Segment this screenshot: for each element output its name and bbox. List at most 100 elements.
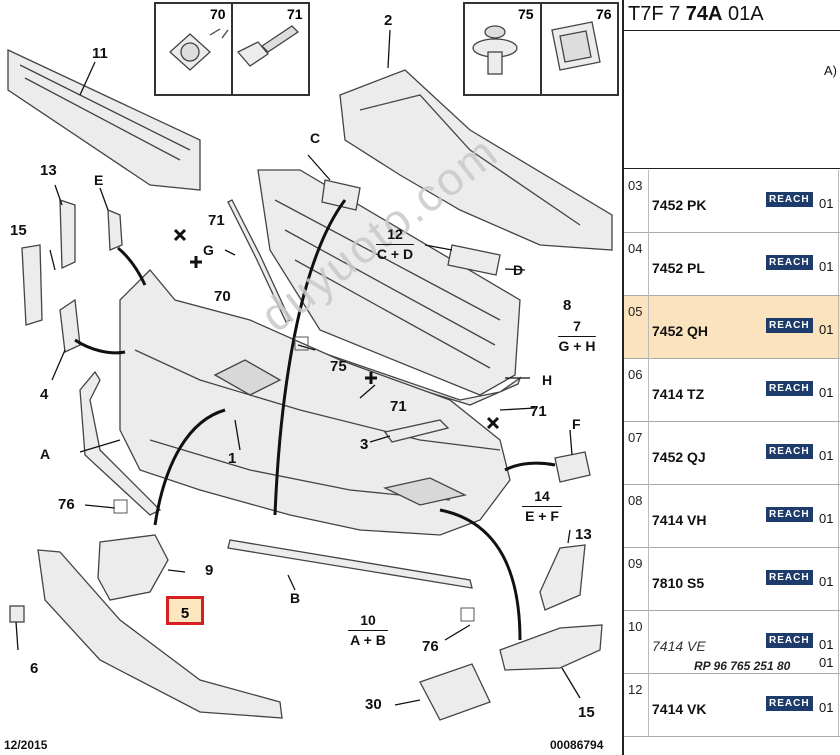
group-7-number: 7 bbox=[573, 318, 581, 334]
callout-B: B bbox=[290, 590, 301, 606]
callout-C: C bbox=[310, 130, 321, 146]
row-divider-right bbox=[838, 674, 839, 737]
row-index: 08 bbox=[628, 493, 643, 508]
row-quantity-2: 01 bbox=[819, 655, 834, 670]
row-index: 06 bbox=[628, 367, 643, 382]
group-14-number: 14 bbox=[534, 488, 550, 504]
ref-suffix: 01A bbox=[722, 3, 764, 25]
row-divider bbox=[648, 233, 649, 296]
reach-badge: REACH bbox=[766, 444, 813, 459]
callout-76-a: 76 bbox=[58, 496, 75, 513]
row-divider bbox=[648, 548, 649, 611]
row-part-code: 7414 VE bbox=[652, 638, 706, 654]
callout-30: 30 bbox=[365, 696, 382, 713]
row-quantity: 01 bbox=[819, 322, 834, 337]
callout-15-left: 15 bbox=[10, 222, 27, 239]
row-divider bbox=[648, 485, 649, 548]
reach-badge: REACH bbox=[766, 381, 813, 396]
row-divider bbox=[648, 359, 649, 422]
group-12-number: 12 bbox=[387, 226, 403, 242]
group-12-parts: C + D bbox=[376, 246, 414, 262]
row-part-code: 7452 QJ bbox=[652, 449, 706, 465]
footer-date: 12/2015 bbox=[4, 738, 48, 752]
callout-71-a: 71 bbox=[208, 212, 225, 229]
row-index: 03 bbox=[628, 178, 643, 193]
row-divider-right bbox=[838, 422, 839, 485]
group-12: 12 C + D bbox=[370, 226, 420, 263]
callout-G: G bbox=[203, 242, 214, 258]
callout-76-b: 76 bbox=[422, 638, 439, 655]
callout-3: 3 bbox=[360, 436, 369, 453]
callout-70: 70 bbox=[214, 288, 231, 305]
group-10-parts: A + B bbox=[350, 632, 386, 648]
callout-71-b: 71 bbox=[390, 398, 407, 415]
row-index: 05 bbox=[628, 304, 643, 319]
callout-13-left: 13 bbox=[40, 162, 57, 179]
row-part-code: 7452 QH bbox=[652, 323, 709, 339]
row-index: 04 bbox=[628, 241, 643, 256]
callout-F: F bbox=[572, 416, 581, 432]
parts-row[interactable]: 05 7452 QH REACH 01 bbox=[624, 296, 840, 359]
group-14: 14 E + F bbox=[516, 488, 568, 525]
callout-1: 1 bbox=[228, 450, 237, 467]
row-divider bbox=[648, 422, 649, 485]
ref-bold: 74A bbox=[685, 3, 723, 25]
callout-D: D bbox=[513, 262, 524, 278]
row-divider-right bbox=[838, 548, 839, 611]
callout-71-c: 71 bbox=[530, 403, 547, 420]
group-7-parts: G + H bbox=[558, 338, 596, 354]
highlighted-part-5[interactable]: 5 bbox=[166, 596, 204, 625]
row-part-code: 7452 PL bbox=[652, 260, 705, 276]
callout-15-right: 15 bbox=[578, 704, 595, 721]
row-quantity: 01 bbox=[819, 259, 834, 274]
row-divider-right bbox=[838, 170, 839, 233]
reach-badge: REACH bbox=[766, 255, 813, 270]
callout-11: 11 bbox=[92, 45, 108, 62]
ref-prefix: T7F 7 bbox=[628, 3, 686, 25]
reach-badge: REACH bbox=[766, 318, 813, 333]
row-divider-right bbox=[838, 611, 839, 674]
inset-label-71: 71 bbox=[287, 6, 303, 22]
callout-8: 8 bbox=[563, 297, 572, 314]
parts-row[interactable]: 07 7452 QJ REACH 01 bbox=[624, 422, 840, 485]
reach-badge: REACH bbox=[766, 507, 813, 522]
row-quantity: 01 bbox=[819, 700, 834, 715]
group-14-parts: E + F bbox=[525, 508, 559, 524]
callout-2: 2 bbox=[384, 12, 393, 29]
group-10-number: 10 bbox=[360, 612, 376, 628]
inset-label-75: 75 bbox=[518, 6, 534, 22]
parts-row[interactable]: 04 7452 PL REACH 01 bbox=[624, 233, 840, 296]
row-part-code: 7414 TZ bbox=[652, 386, 705, 402]
row-divider-right bbox=[838, 359, 839, 422]
panel-reference: T7F 7 74A 01A bbox=[628, 3, 764, 26]
row-index: 07 bbox=[628, 430, 643, 445]
inset-label-70: 70 bbox=[210, 6, 226, 22]
group-7: 7 G + H bbox=[552, 318, 602, 355]
row-quantity: 01 bbox=[819, 637, 834, 652]
callout-6: 6 bbox=[30, 660, 39, 677]
row-index: 09 bbox=[628, 556, 643, 571]
row-index: 12 bbox=[628, 682, 643, 697]
callout-13-right: 13 bbox=[575, 526, 592, 543]
reach-badge: REACH bbox=[766, 192, 813, 207]
row-quantity: 01 bbox=[819, 448, 834, 463]
callout-E: E bbox=[94, 172, 104, 188]
row-index: 10 bbox=[628, 619, 643, 634]
row-quantity: 01 bbox=[819, 196, 834, 211]
reach-badge: REACH bbox=[766, 570, 813, 585]
row-divider bbox=[648, 170, 649, 233]
reach-badge: REACH bbox=[766, 633, 813, 648]
row-part-code: 7414 VK bbox=[652, 701, 707, 717]
diagram-drawing bbox=[7, 2, 619, 721]
callout-9: 9 bbox=[205, 562, 214, 579]
row-divider-right bbox=[838, 233, 839, 296]
row-divider bbox=[648, 296, 649, 359]
row-divider-right bbox=[838, 296, 839, 359]
